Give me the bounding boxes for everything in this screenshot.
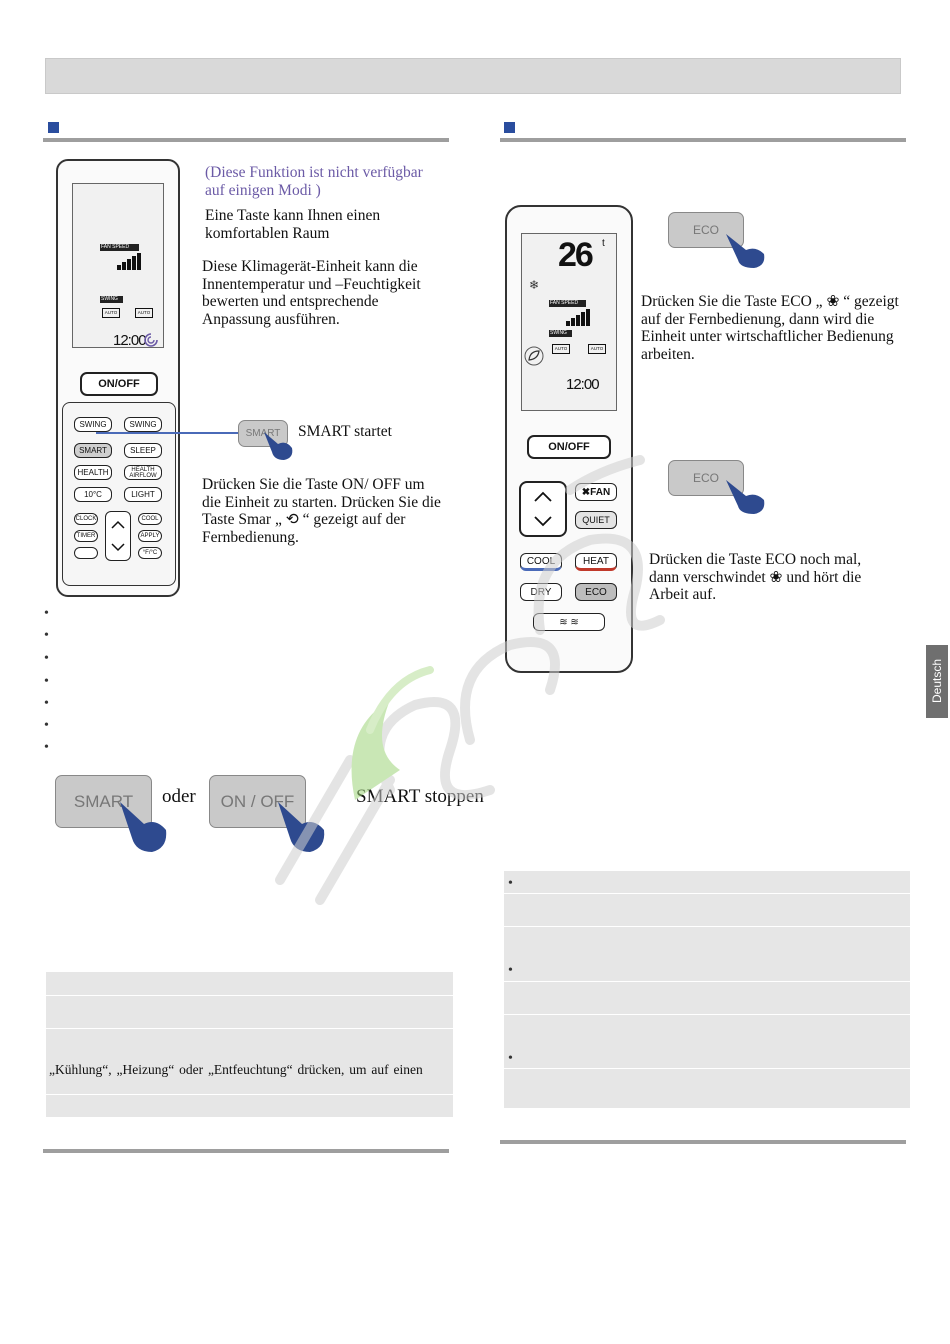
fahrenheit-celsius-button[interactable]: °F/°C (138, 547, 162, 559)
right-temp-rocker-button[interactable] (519, 481, 567, 537)
smart-start-label: SMART startet (298, 423, 392, 440)
unit-evaluation-paragraph: Diese Klimagerät-Einheit kann die Innent… (202, 258, 421, 328)
right-fan-speed-label: FAN SPEED (549, 300, 586, 307)
snowflake-icon: ❄ (529, 278, 540, 292)
fan-speed-label: FAN SPEED (100, 244, 139, 251)
eco-button[interactable]: ECO (575, 583, 617, 601)
smart-callout-line (96, 432, 238, 434)
left-remote-lcd: FAN SPEED SWING AUTO AUTO 12:00 (72, 183, 164, 349)
section-marker-right (504, 122, 515, 133)
temperature-unit: t (602, 238, 605, 249)
swing-button-2[interactable]: SWING (124, 417, 162, 432)
start-instructions-paragraph: Drücken Sie die Taste ON/ OFF um die Ein… (202, 476, 441, 546)
quiet-button[interactable]: QUIET (575, 511, 617, 529)
bullet-4: • (44, 674, 49, 689)
bullet-5: • (44, 696, 49, 711)
light-button[interactable]: LIGHT (124, 487, 162, 502)
pointing-hand-icon-5 (726, 480, 765, 514)
right-remote-lcd: 26 t ❄ FAN SPEED SWING AUTO AUTO 12:00 (521, 233, 617, 411)
swing-label: SWING (100, 296, 123, 303)
eco-off-paragraph: Drücken die Taste ECO noch mal, dann ver… (649, 551, 862, 603)
health-airflow-button[interactable]: HEALTH AIRFLOW (124, 465, 162, 480)
temperature-display: 26 (558, 236, 594, 274)
language-tab[interactable]: Deutsch (926, 645, 948, 718)
eco-on-paragraph: Drücken Sie die Taste ECO „ ❀ “ gezeigt … (641, 293, 899, 363)
pointing-hand-icon-2 (120, 802, 167, 852)
comfort-paragraph: Eine Taste kann Ihnen einen komfortablen… (205, 207, 381, 242)
smart-key-illustration: SMART (238, 420, 288, 447)
blank-button[interactable] (74, 547, 98, 559)
auto-label-2: AUTO (135, 308, 153, 318)
section-marker-left (48, 122, 59, 133)
right-clock-display: 12:00 (566, 376, 600, 393)
clock-button[interactable]: CLOCK (74, 513, 98, 525)
temp-rocker-button[interactable] (105, 511, 131, 561)
cool-small-button[interactable]: COOL (138, 513, 162, 525)
smart-swirl-icon (144, 333, 158, 347)
heat-button[interactable]: HEAT (575, 553, 617, 571)
left-remote-illustration: FAN SPEED SWING AUTO AUTO 12:00 ON/OFF S… (56, 159, 180, 597)
eco-leaf-icon (524, 346, 544, 366)
bullet-1: • (44, 606, 49, 621)
section-rule-right (500, 138, 906, 142)
clock-display: 12:00 (113, 332, 147, 349)
apply-button[interactable]: APPLY (138, 530, 162, 542)
fan-button[interactable]: ✖FAN (575, 483, 617, 501)
panel-bullet-3: • (508, 1051, 513, 1066)
sleep-button[interactable]: SLEEP (124, 443, 162, 458)
right-fan-speed-bars-icon (566, 309, 590, 326)
bullet-7: • (44, 740, 49, 755)
airflow-button[interactable]: ≋ ≋ (533, 613, 605, 631)
right-up-down-chevron-icon (534, 491, 552, 527)
bottom-rule-right (500, 1140, 906, 1144)
bullet-3: • (44, 651, 49, 666)
timer-button[interactable]: TIMER (74, 530, 98, 542)
left-info-panel: „Kühlung“, „Heizung“ oder „Entfeuchtung“… (46, 972, 453, 1117)
smart-button[interactable]: SMART (74, 443, 112, 458)
pointing-hand-icon (264, 432, 293, 460)
watermark-logo (275, 455, 665, 905)
fan-speed-bars-icon (117, 253, 141, 270)
pointing-hand-icon-4 (726, 234, 765, 268)
ten-degree-button[interactable]: 10°C (74, 487, 112, 502)
right-swing-label: SWING (549, 330, 572, 337)
right-on-off-button[interactable]: ON/OFF (527, 435, 611, 459)
left-on-off-button[interactable]: ON/OFF (80, 372, 158, 396)
up-down-chevron-icon (111, 520, 125, 552)
right-info-panel: • • • (504, 871, 910, 1108)
auto-label: AUTO (102, 308, 120, 318)
or-label: oder (162, 786, 196, 807)
right-remote-illustration: 26 t ❄ FAN SPEED SWING AUTO AUTO 12:00 O… (505, 205, 633, 673)
panel-bullet-2: • (508, 963, 513, 978)
page-header-bar (45, 58, 901, 94)
pointing-hand-icon-3 (278, 802, 325, 852)
panel-bullet-1: • (508, 876, 513, 891)
bullet-6: • (44, 718, 49, 733)
bullet-2: • (44, 628, 49, 643)
section-rule-left (43, 138, 449, 142)
health-button[interactable]: HEALTH (74, 465, 112, 480)
unavailable-note: (Diese Funktion ist nicht verfügbar auf … (205, 164, 423, 199)
bottom-rule-left (43, 1149, 449, 1153)
right-auto-label: AUTO (552, 344, 570, 354)
mode-instruction-text: „Kühlung“, „Heizung“ oder „Entfeuchtung“… (49, 1062, 423, 1077)
language-tab-label: Deutsch (930, 658, 944, 704)
swing-button-1[interactable]: SWING (74, 417, 112, 432)
right-auto-label-2: AUTO (588, 344, 606, 354)
